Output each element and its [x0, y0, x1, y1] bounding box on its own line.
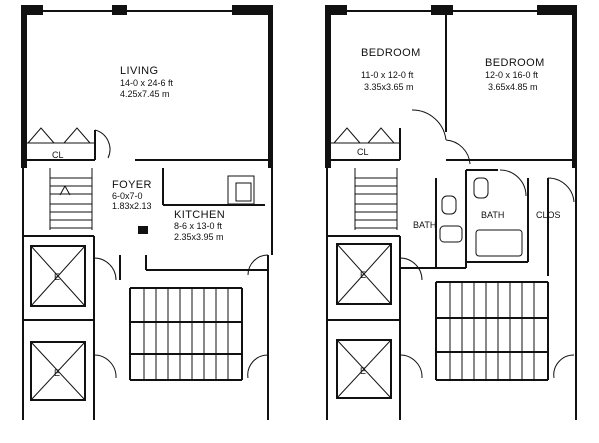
- window-pier: [431, 5, 453, 15]
- foyer-dim-m: 1.83x2.13: [112, 201, 152, 211]
- stair: [354, 168, 398, 230]
- door-swing: [553, 354, 575, 379]
- bedroom-1-dim-m: 3.35x3.65 m: [364, 82, 414, 92]
- elevator-label: E: [54, 368, 60, 378]
- closet-label: CL: [357, 147, 369, 157]
- bedroom-2-dim-m: 3.65x4.85 m: [488, 82, 538, 92]
- bedroom-2-dim-ft: 12-0 x 16-0 ft: [485, 70, 539, 80]
- door-swing: [247, 354, 269, 379]
- elevator-1: [30, 245, 86, 307]
- elevator-label: E: [360, 366, 366, 376]
- door-swing: [411, 109, 447, 141]
- window-pier: [21, 5, 43, 15]
- door-swing: [547, 177, 575, 203]
- door-swing: [93, 257, 117, 281]
- door-swing: [94, 129, 111, 159]
- closet-door: [333, 127, 395, 144]
- toilet: [441, 195, 457, 215]
- elevator-label: E: [54, 272, 60, 282]
- living-dim-m: 4.25x7.45 m: [120, 89, 170, 99]
- lower-level-plan: [21, 5, 273, 420]
- window-pier: [232, 5, 273, 15]
- bedroom-1-dim-ft: 11-0 x 12-0 ft: [361, 70, 414, 80]
- window-pier: [537, 5, 577, 15]
- main-stair: [435, 281, 549, 381]
- stair: [49, 168, 93, 230]
- door-swing: [247, 254, 269, 276]
- wall: [21, 8, 27, 168]
- bedroom-2-label: BEDROOM: [485, 57, 545, 69]
- bathtub: [475, 229, 523, 257]
- bath-2-label: BATH: [481, 210, 504, 220]
- kitchen-label: KITCHEN: [174, 209, 225, 221]
- wall: [268, 8, 273, 168]
- main-stair: [129, 287, 243, 381]
- closet-label: CL: [52, 150, 64, 160]
- elevator-2: [30, 341, 86, 401]
- elevator-1: [336, 243, 392, 305]
- sink: [439, 225, 463, 243]
- wall: [138, 226, 148, 234]
- door-swing: [399, 257, 423, 281]
- door-swing: [445, 139, 471, 165]
- toilet: [473, 177, 489, 199]
- window-pier: [325, 5, 347, 15]
- kitchen-dim-m: 2.35x3.95 m: [174, 232, 224, 242]
- foyer-dim-ft: 6-0x7-0: [112, 191, 143, 201]
- door-swing: [93, 354, 117, 379]
- living-dim-ft: 14-0 x 24-6 ft: [120, 78, 174, 88]
- clos-label: CLOS: [536, 210, 561, 220]
- foyer-label: FOYER: [112, 179, 152, 191]
- elevator-label: E: [360, 270, 366, 280]
- elevator-2: [336, 339, 392, 399]
- door-swing: [499, 169, 527, 197]
- bedroom-1-label: BEDROOM: [361, 47, 421, 59]
- appliance: [235, 182, 252, 202]
- appliance: [227, 175, 255, 205]
- window-pier: [112, 5, 127, 15]
- upper-level-plan: [325, 5, 577, 420]
- living-label: LIVING: [120, 65, 158, 77]
- wall: [572, 8, 577, 168]
- door-swing: [399, 354, 423, 379]
- closet-door: [27, 127, 91, 144]
- kitchen-dim-ft: 8-6 x 13-0 ft: [174, 221, 223, 231]
- bath-1-label: BATH: [413, 220, 436, 230]
- wall: [325, 8, 331, 168]
